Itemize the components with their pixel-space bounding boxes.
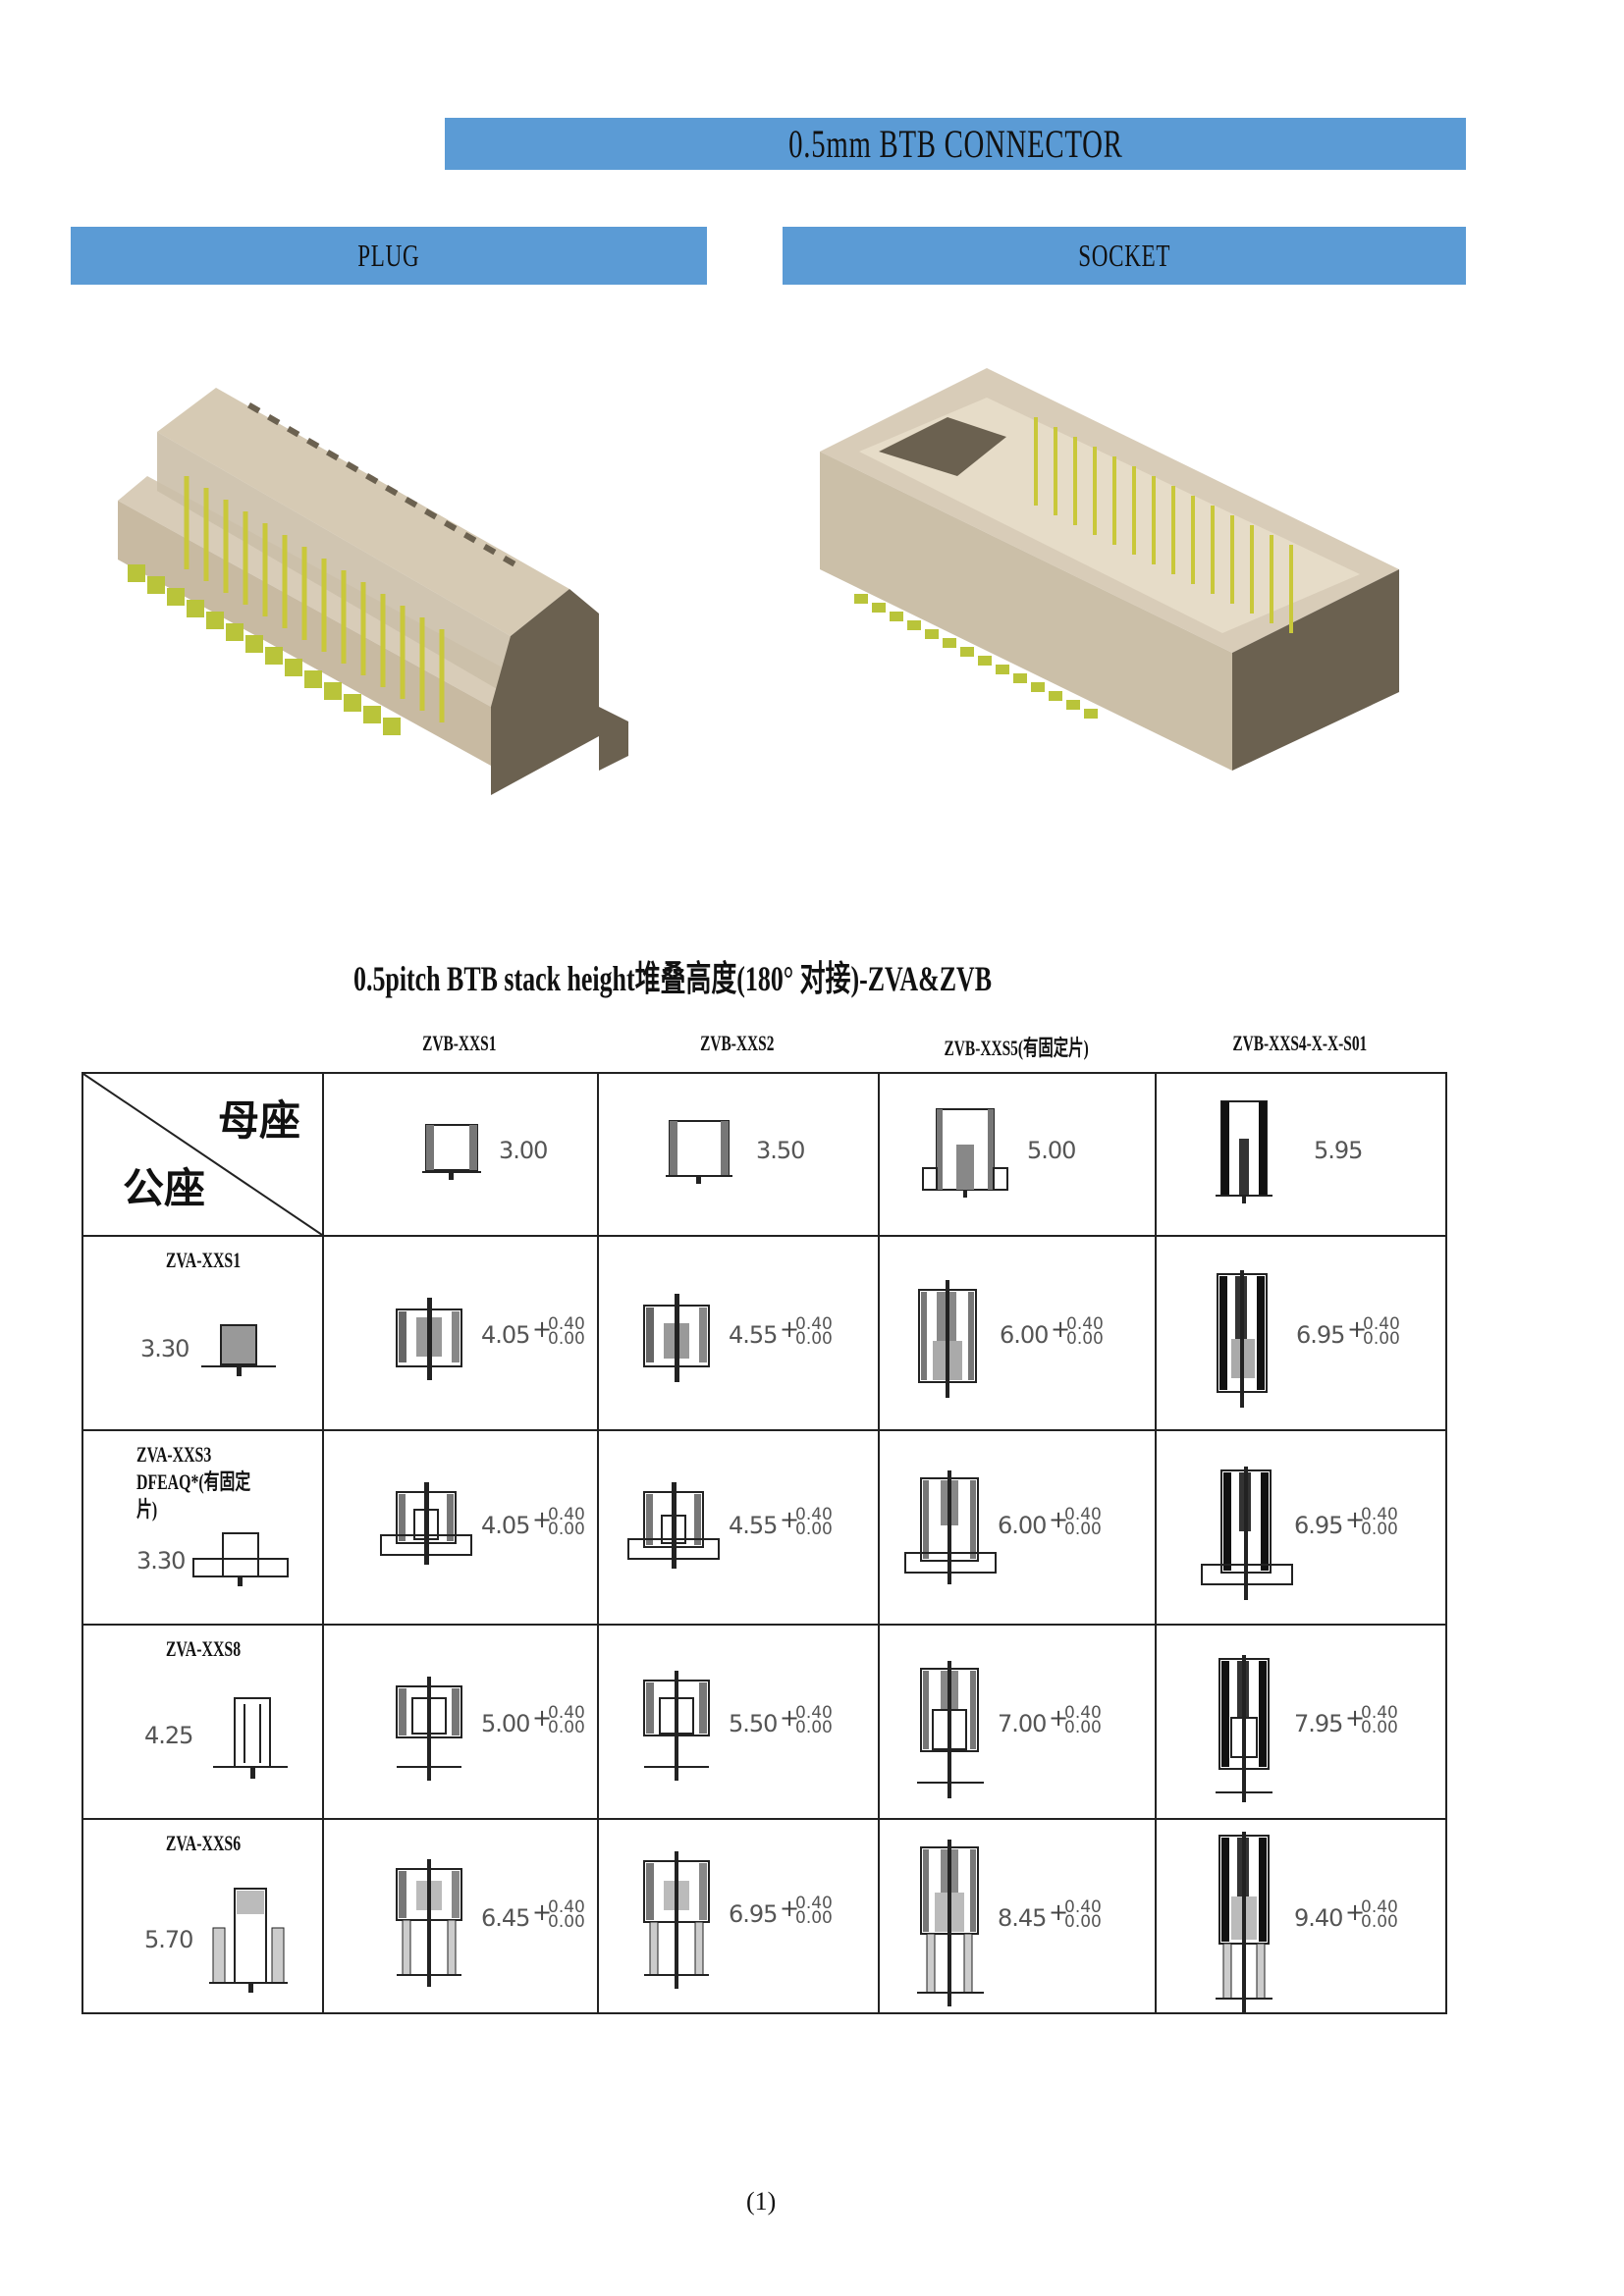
mated-section-drawing [396, 1859, 462, 1987]
stack-height-table: 母座 公座 3.00 3.50 5.00 5.95 ZVA-XXS1 3.30 … [81, 1072, 1447, 2014]
page-number: (1) [746, 2187, 777, 2216]
mated-section-drawing [917, 1840, 984, 2006]
mated-section-drawing [918, 1280, 977, 1398]
socket-section-drawing [922, 1108, 1008, 1198]
stack-height-title: 0.5pitch BTB stack height堆叠高度(180° 对接)-Z… [353, 959, 993, 998]
plug-banner: PLUG [71, 227, 707, 285]
socket-banner: SOCKET [783, 227, 1466, 285]
plug-label: PLUG [357, 238, 420, 273]
column-header-1: ZVB-XXS1 [422, 1031, 497, 1055]
socket-section-drawing [666, 1120, 732, 1184]
mated-section-drawing [643, 1294, 710, 1382]
plug-section-drawing [213, 1697, 288, 1779]
mated-section-drawing [380, 1482, 472, 1565]
plug-3d-image [118, 388, 628, 795]
plug-model-name: ZVA-XXS6 [165, 1831, 241, 1855]
mated-section-drawing [1201, 1467, 1293, 1600]
mated-section-drawing [396, 1677, 462, 1781]
mated-section-drawing [904, 1470, 997, 1584]
column-header-2: ZVB-XXS2 [700, 1031, 775, 1055]
socket-drawing-cell: 3.00 [322, 1072, 599, 1237]
mated-section-drawing [1216, 1832, 1272, 2012]
plug-row-header: ZVA-XXS3 DFEAQ*(有固定片) 3.30 [81, 1429, 324, 1626]
mated-section-drawing [917, 1661, 984, 1798]
table-header-row: 母座 公座 3.00 3.50 5.00 5.95 [81, 1072, 1447, 1237]
plug-row-header: ZVA-XXS6 5.70 [81, 1818, 324, 2014]
mated-section-drawing [396, 1298, 462, 1380]
plug-model-name: ZVA-XXS8 [165, 1636, 241, 1661]
column-header-3: ZVB-XXS5(有固定片) [944, 1036, 1089, 1060]
socket-section-drawing [1216, 1100, 1272, 1203]
mated-section-drawing [1217, 1270, 1268, 1408]
mated-section-drawing [643, 1671, 710, 1781]
mated-section-drawing [627, 1482, 720, 1569]
socket-section-drawing [422, 1124, 481, 1180]
document-title: 0.5mm BTB CONNECTOR [787, 122, 1123, 166]
column-header-4: ZVB-XXS4-X-X-S01 [1232, 1031, 1368, 1055]
diagonal-divider [83, 1074, 322, 1235]
socket-3d-image [820, 368, 1399, 771]
plug-row-header: ZVA-XXS8 4.25 [81, 1624, 324, 1820]
plug-section-drawing [192, 1532, 289, 1586]
socket-drawing-cell: 5.00 [878, 1072, 1157, 1237]
socket-label: SOCKET [1078, 238, 1170, 273]
mated-section-drawing [1216, 1655, 1272, 1802]
plug-section-drawing [201, 1324, 276, 1376]
plug-model-name: ZVA-XXS3 DFEAQ*(有固定片) [136, 1442, 251, 1522]
plug-model-name: ZVA-XXS1 [165, 1248, 241, 1272]
socket-corner-label: 母座 [217, 1096, 300, 1145]
plug-section-drawing [209, 1888, 288, 1993]
socket-drawing-cell: 5.95 [1155, 1072, 1447, 1237]
socket-drawing-cell: 3.50 [597, 1072, 880, 1237]
mated-section-drawing [643, 1851, 710, 1989]
plug-row-header: ZVA-XXS1 3.30 [81, 1235, 324, 1431]
plug-corner-label: 公座 [123, 1164, 206, 1212]
title-banner: 0.5mm BTB CONNECTOR [445, 118, 1466, 170]
corner-cell: 母座 公座 [81, 1072, 324, 1237]
